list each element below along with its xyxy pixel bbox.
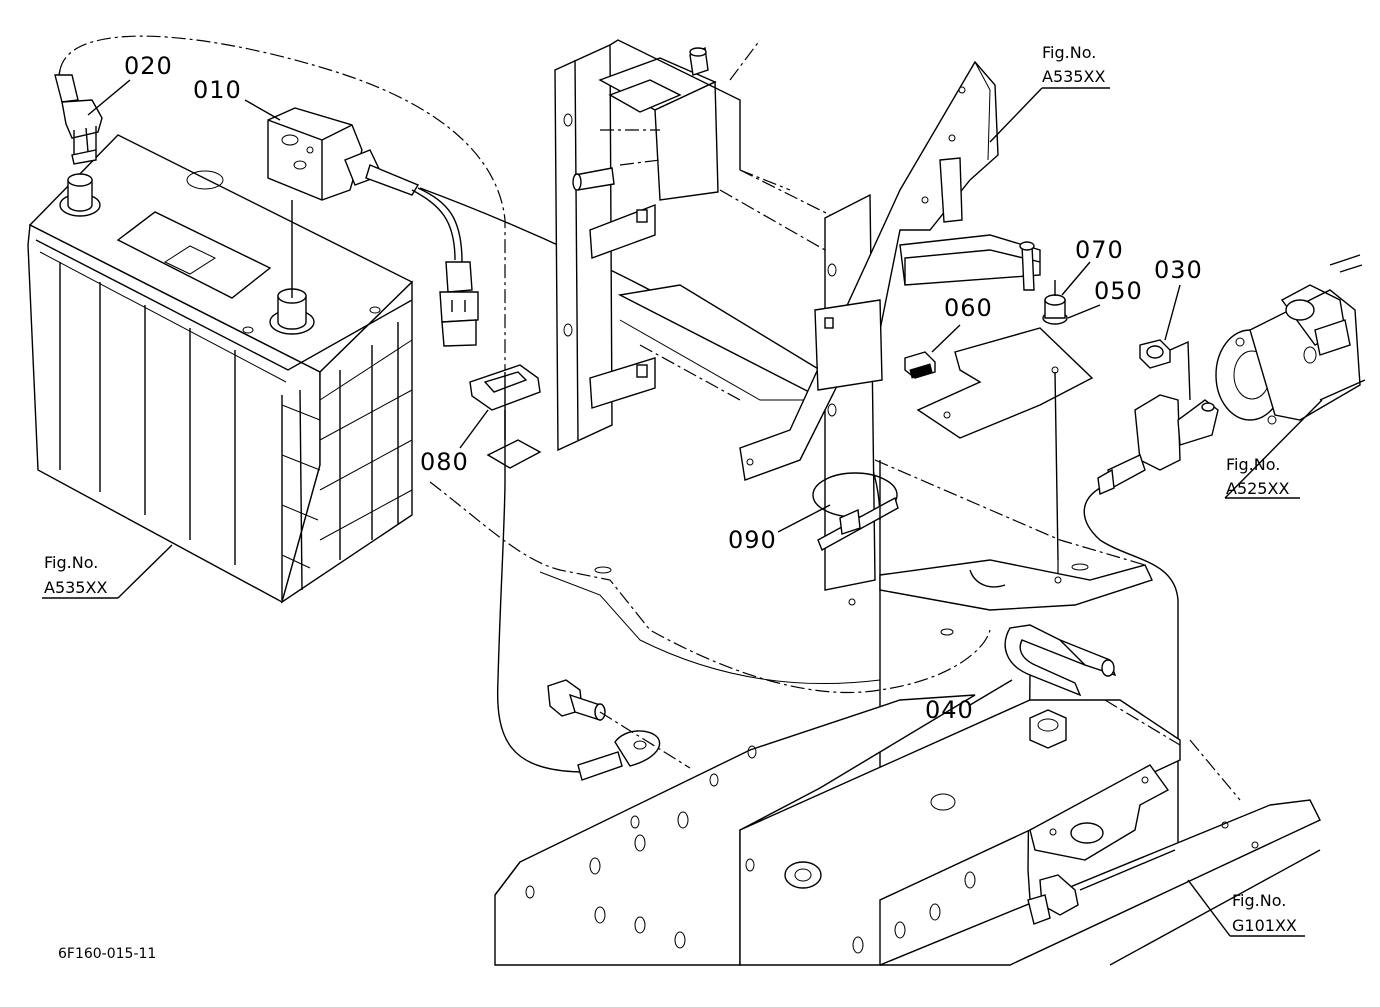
fuse-060 xyxy=(904,351,936,379)
fig-ref-right-line2: A525XX xyxy=(1226,479,1289,498)
terminal-connector xyxy=(1079,394,1219,891)
fig-ref-top-right-line2: A535XX xyxy=(1042,67,1105,86)
leader-lines xyxy=(42,79,1323,937)
fig-ref-bottom-right-line1: Fig.No. xyxy=(1232,891,1286,910)
callout-labels: 020 010 030 040 050 060 070 080 090 xyxy=(124,52,1203,724)
fig-ref-left-line1: Fig.No. xyxy=(44,553,98,572)
callout-020: 020 xyxy=(124,52,173,80)
callout-010: 010 xyxy=(193,76,242,104)
controller-plate-050 xyxy=(916,327,1094,585)
ground-cable xyxy=(496,372,691,781)
lower-frame xyxy=(494,694,1321,966)
fig-ref-bottom-right-line2: G101XX xyxy=(1232,916,1297,935)
fig-ref-right-line1: Fig.No. xyxy=(1226,455,1280,474)
callout-060: 060 xyxy=(944,294,993,322)
callout-080: 080 xyxy=(420,448,469,476)
diagonal-bracket xyxy=(739,60,1041,481)
cable-020 xyxy=(54,35,506,370)
fig-ref-left-line2: A535XX xyxy=(44,578,107,597)
callout-030: 030 xyxy=(1154,256,1203,284)
battery xyxy=(27,134,414,604)
starter-motor xyxy=(1215,254,1366,425)
callout-070: 070 xyxy=(1075,236,1124,264)
mounting-panel xyxy=(429,481,991,694)
fig-ref-top-right-line1: Fig.No. xyxy=(1042,43,1096,62)
lower-bracket xyxy=(848,459,1153,611)
figure-references: Fig.No. A535XX Fig.No. A525XX Fig.No. A5… xyxy=(44,43,1297,935)
bolt-070 xyxy=(1042,280,1068,325)
callout-090: 090 xyxy=(728,526,777,554)
starter-relay-010 xyxy=(267,107,881,521)
nut-030 xyxy=(1139,339,1191,401)
callout-040: 040 xyxy=(925,696,974,724)
callout-050: 050 xyxy=(1094,277,1143,305)
drawing-code: 6F160-015-11 xyxy=(58,946,156,962)
